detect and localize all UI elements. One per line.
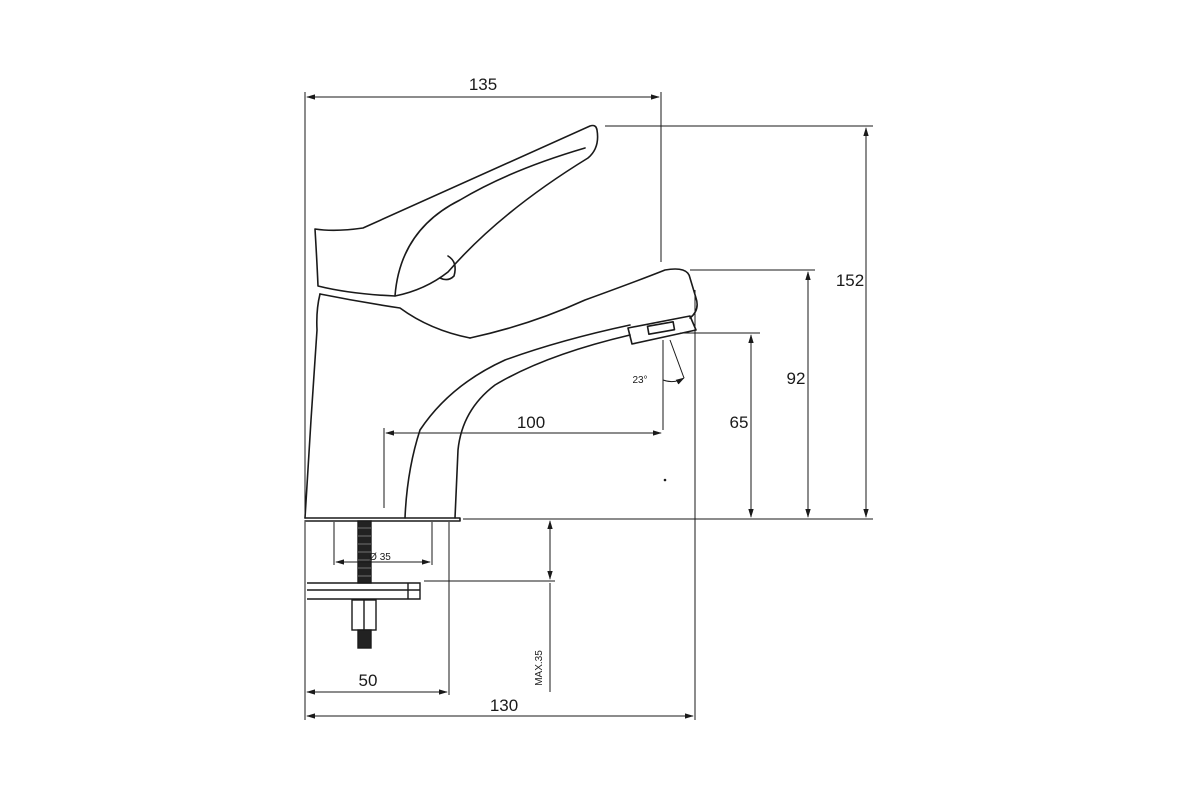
- label-50: 50: [359, 671, 378, 690]
- label-92: 92: [787, 369, 806, 388]
- spout-lower: [404, 324, 631, 519]
- lower-rod: [357, 629, 372, 649]
- label-65: 65: [730, 413, 749, 432]
- label-135: 135: [469, 75, 497, 94]
- angle-line: [669, 339, 685, 379]
- label-130: 130: [490, 696, 518, 715]
- base-plate: [304, 517, 461, 522]
- handle-pivot: [439, 255, 456, 281]
- label-max: MAX.35: [534, 650, 545, 686]
- label-100: 100: [517, 413, 545, 432]
- aerator: [627, 315, 697, 345]
- washer-plate: [307, 582, 421, 600]
- angle-arc: [662, 377, 685, 385]
- body-left-side: [304, 293, 321, 519]
- dimension-labels: 135 152 92 65 100 50 130 Ø 35 23° MAX.35: [359, 75, 865, 715]
- mounting-hardware: [307, 520, 421, 649]
- faucet-outline: [304, 124, 698, 522]
- label-diameter: Ø 35: [369, 552, 391, 563]
- body-inner-curve: [454, 334, 631, 519]
- lever-inner-curve: [394, 147, 586, 297]
- body-top: [319, 293, 471, 339]
- aerator-slot: [646, 321, 676, 335]
- label-angle: 23°: [632, 375, 647, 386]
- label-152: 152: [836, 271, 864, 290]
- spout-upper: [469, 268, 698, 339]
- lever-handle: [314, 124, 599, 297]
- dimension-lines: [304, 92, 873, 720]
